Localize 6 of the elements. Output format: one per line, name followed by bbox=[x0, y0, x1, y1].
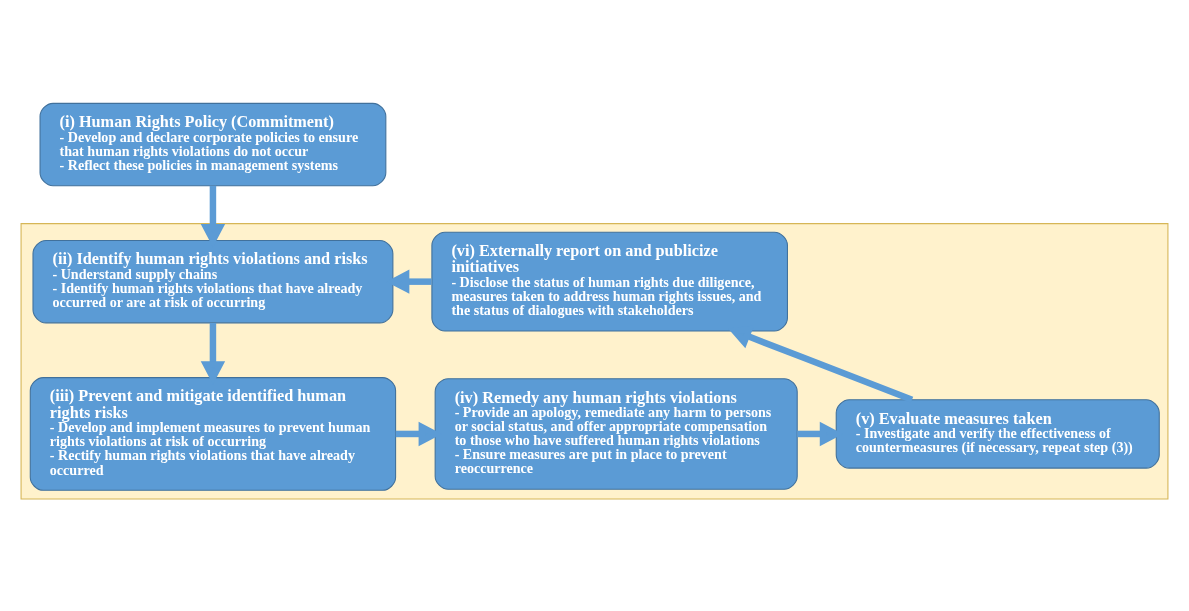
node-box: (v) Evaluate measures taken - Investigate and verify the effectiveness of countermeasures (if necessary, repeat step (3)) bbox=[835, 399, 1160, 469]
node-box: (ii) Identify human rights violations and risks - Understand supply chains - Identify human rights violations that have already occurred or are at risk of occurring bbox=[32, 239, 394, 324]
node-box: (iii) Prevent and mitigate identified human rights risks - Develop and implement measures to prevent human rights violations at risk of occurring - Rectify human rights violations that have already occurred bbox=[29, 377, 397, 491]
node-box: (i) Human Rights Policy (Commitment) - Develop and declare corporate policies to ensure that human rights violations do not occur - Reflect these policies in management systems bbox=[39, 102, 387, 187]
node-box: (vi) Externally report on and publicize initiatives - Disclose the status of human rights due diligence, measures taken to address human rights issues, and the status of dialogues with stakeholders bbox=[431, 231, 788, 332]
node-box: (iv) Remedy any human rights violations - Provide an apology, remediate any harm to persons or social status, and offer appropriate compensation to those who have suffered human rights violations - Ensure measures are put in place to prevent reoccurrence bbox=[434, 378, 798, 490]
